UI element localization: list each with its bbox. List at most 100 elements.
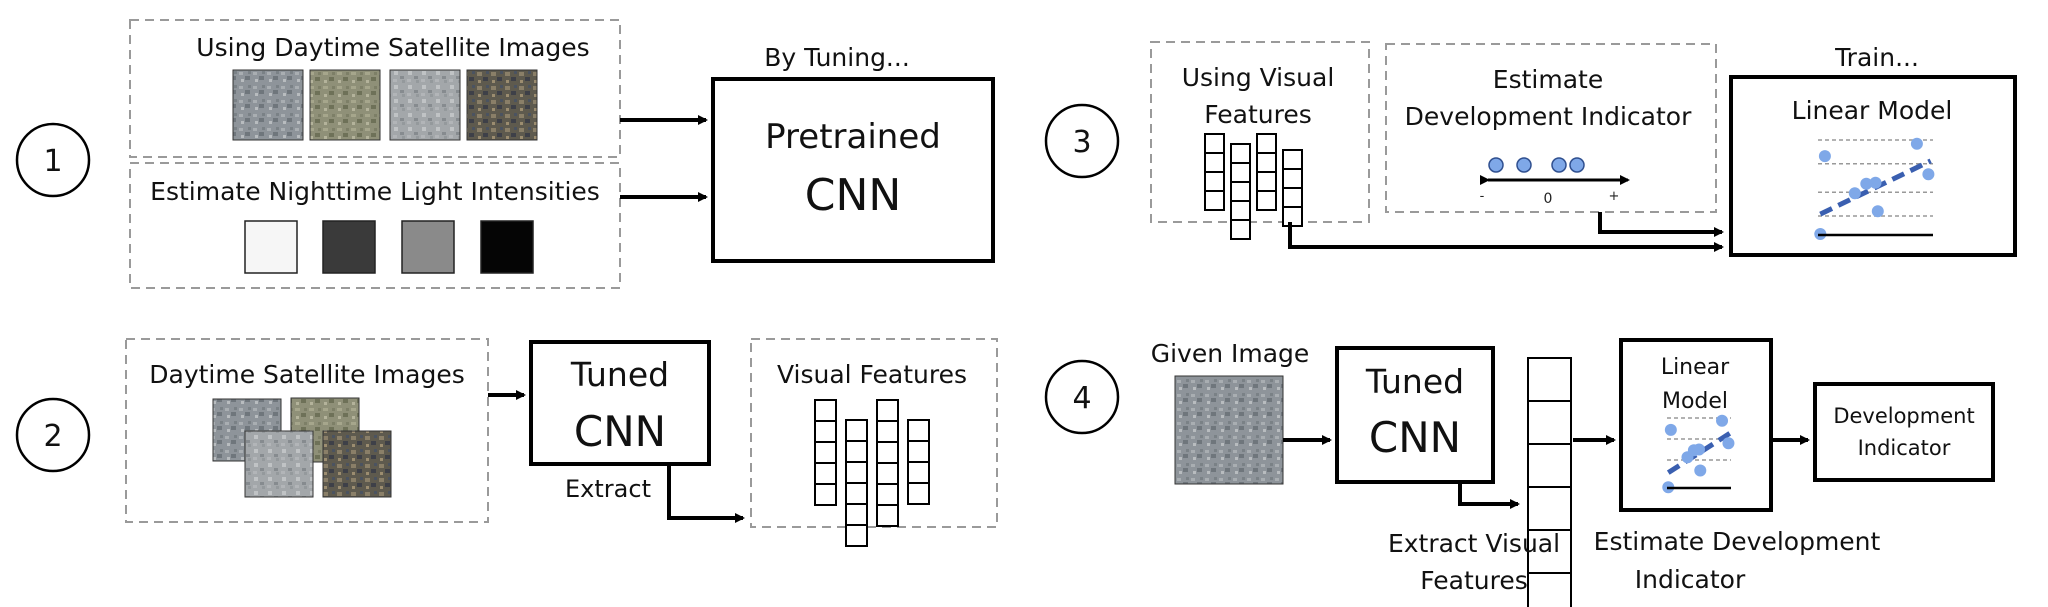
feature-cell bbox=[845, 461, 868, 484]
linear-model-label: Linear Model bbox=[1792, 96, 1953, 125]
feature-cell bbox=[876, 483, 899, 506]
satellite-thumbnail bbox=[466, 69, 538, 141]
feature-cell bbox=[1230, 162, 1251, 183]
feature-cell bbox=[1282, 168, 1303, 189]
panel-4: Given Image Tuned CNN Extract Visual Fea… bbox=[1151, 338, 1995, 607]
tuned-cnn-label: Tuned bbox=[570, 355, 669, 394]
axis-plus-label: + bbox=[1609, 189, 1620, 204]
feature-cell bbox=[1230, 200, 1251, 221]
step-4-number: 4 bbox=[1072, 381, 1091, 416]
feature-cell bbox=[814, 483, 837, 506]
feature-cell bbox=[907, 419, 930, 442]
train-label: Train... bbox=[1834, 43, 1919, 72]
estimate-indicator-label: Development Indicator bbox=[1405, 102, 1692, 131]
indicator-point bbox=[1516, 157, 1532, 173]
feature-cell bbox=[1282, 149, 1303, 170]
feature-cell bbox=[814, 462, 837, 485]
pretrained-cnn-box bbox=[711, 77, 995, 263]
data-point bbox=[1848, 187, 1861, 200]
feature-cell bbox=[1204, 190, 1225, 211]
light-intensity-swatch bbox=[244, 220, 298, 274]
feature-cell bbox=[876, 504, 899, 527]
data-point bbox=[1664, 423, 1677, 436]
tuned-cnn-label: Tuned bbox=[1365, 362, 1464, 401]
indicator-point bbox=[1488, 157, 1504, 173]
feature-cell bbox=[1527, 443, 1572, 488]
tuned-cnn-box bbox=[529, 340, 711, 466]
feature-cell bbox=[1230, 219, 1251, 240]
feature-cell bbox=[876, 441, 899, 464]
using-visual-features-label: Features bbox=[1204, 100, 1312, 129]
linear-model-label: Linear bbox=[1661, 355, 1730, 380]
satellite-images-box bbox=[125, 338, 489, 523]
feature-cell bbox=[845, 440, 868, 463]
data-point bbox=[1922, 168, 1935, 181]
feature-cell bbox=[1204, 133, 1225, 154]
feature-cell bbox=[1256, 133, 1277, 154]
estimate-indicator-label: Estimate bbox=[1493, 65, 1603, 94]
feature-cell bbox=[876, 462, 899, 485]
feature-cell bbox=[1282, 206, 1303, 227]
given-image-label: Given Image bbox=[1151, 339, 1310, 368]
estimate-development-label: Indicator bbox=[1635, 565, 1746, 594]
extract-label: Extract bbox=[565, 475, 651, 503]
tuned-cnn-label: CNN bbox=[574, 407, 666, 456]
data-point bbox=[1910, 137, 1923, 150]
feature-cell bbox=[845, 482, 868, 505]
feature-cell bbox=[1204, 152, 1225, 173]
linear-model-box bbox=[1619, 338, 1773, 512]
feature-cell bbox=[814, 420, 837, 443]
nighttime-lights-box bbox=[129, 162, 621, 289]
by-tuning-label: By Tuning... bbox=[764, 43, 910, 72]
using-visual-features-label: Using Visual bbox=[1182, 63, 1335, 92]
feature-cell bbox=[845, 524, 868, 547]
data-point bbox=[1871, 205, 1884, 218]
data-point bbox=[1860, 177, 1873, 190]
panel-1: Using Daytime Satellite Images Estimate … bbox=[129, 19, 995, 289]
feature-cell bbox=[1527, 572, 1572, 607]
satellite-images-box bbox=[129, 19, 621, 158]
axis-zero-label: 0 bbox=[1544, 191, 1553, 207]
feature-cell bbox=[1256, 190, 1277, 211]
feature-cell bbox=[907, 482, 930, 505]
indicator-point bbox=[1551, 157, 1567, 173]
axis-minus-label: - bbox=[1480, 189, 1485, 204]
feature-vector-icon bbox=[1527, 357, 1572, 607]
tuned-cnn-box bbox=[1335, 346, 1495, 484]
linear-model-box bbox=[1729, 75, 2017, 257]
feature-cell bbox=[1527, 400, 1572, 445]
feature-vectors-icon bbox=[1204, 133, 1303, 240]
visual-features-label: Visual Features bbox=[777, 360, 967, 389]
feature-cell bbox=[876, 399, 899, 422]
extract-visual-features-label: Extract Visual bbox=[1388, 529, 1560, 558]
daytime-satellite-label: Daytime Satellite Images bbox=[149, 360, 464, 389]
indicator-point bbox=[1569, 157, 1585, 173]
step-2-marker: 2 bbox=[15, 397, 91, 473]
feature-cell bbox=[907, 461, 930, 484]
data-point bbox=[1869, 176, 1882, 189]
step-2-number: 2 bbox=[43, 419, 62, 454]
data-point bbox=[1716, 414, 1729, 427]
feature-cell bbox=[814, 441, 837, 464]
arrow bbox=[1458, 482, 1520, 509]
feature-cell bbox=[845, 419, 868, 442]
pretrained-cnn-label: Pretrained bbox=[765, 117, 941, 157]
arrow bbox=[1288, 222, 1724, 252]
data-point bbox=[1694, 464, 1707, 477]
feature-cell bbox=[1204, 171, 1225, 192]
feature-cell bbox=[1527, 357, 1572, 402]
visual-features-box bbox=[1150, 41, 1370, 223]
satellite-thumbnail bbox=[389, 69, 461, 141]
satellite-thumbnail bbox=[322, 430, 392, 498]
light-intensity-swatch bbox=[401, 220, 455, 274]
light-intensity-swatch bbox=[480, 220, 534, 274]
feature-cell bbox=[1527, 529, 1572, 574]
panel-3: Using Visual Features Estimate Developme… bbox=[1150, 41, 2017, 257]
tuned-cnn-label: CNN bbox=[1369, 413, 1461, 462]
feature-cell bbox=[814, 399, 837, 422]
step-1-marker: 1 bbox=[15, 122, 91, 198]
step-1-number: 1 bbox=[43, 144, 62, 179]
extract-visual-features-label: Features bbox=[1420, 566, 1528, 595]
feature-cell bbox=[876, 420, 899, 443]
